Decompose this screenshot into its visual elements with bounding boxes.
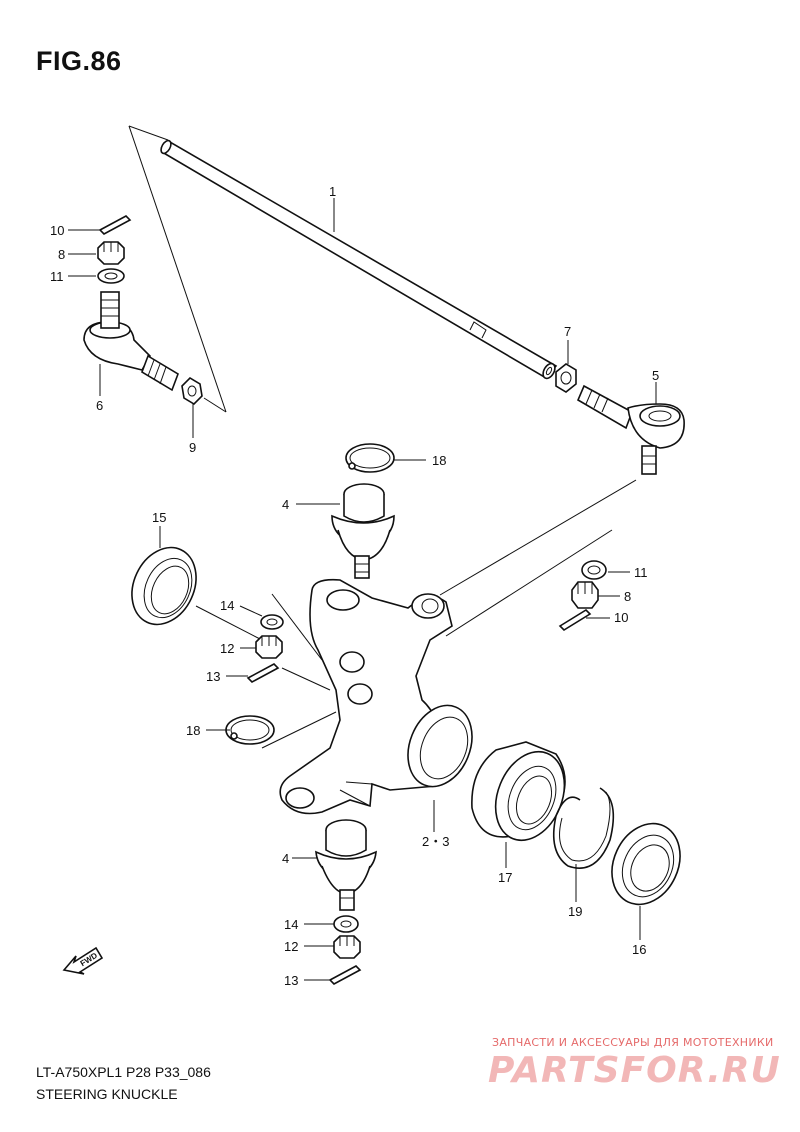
ball-joint-upper [331,483,395,579]
callout-16: 16 [632,942,646,957]
callout-12-b: 12 [284,939,298,954]
castle-nut-lower [333,935,361,959]
nut-9 [181,376,203,406]
washer-upper-left [97,268,125,284]
callout-6: 6 [96,398,103,413]
callout-15: 15 [152,510,166,525]
callout-18-b: 18 [186,723,200,738]
cotter-pin-right [558,608,592,632]
callout-10-a: 10 [50,223,64,238]
lock-nut-7 [555,363,577,393]
circlip-large [552,787,615,869]
figure-title: FIG.86 [36,46,122,76]
cotter-pin-lower [328,965,362,985]
cotter-pin-upper-left [98,215,132,235]
tie-rod [160,139,558,380]
callout-11-a: 11 [50,269,64,284]
watermark-tagline: ЗАПЧАСТИ И АКСЕССУАРЫ ДЛЯ МОТОТЕХНИКИ [492,1036,774,1049]
washer-middle-upper [260,614,284,630]
circlip-lower-left [225,715,275,745]
callout-4-b: 4 [282,851,289,866]
callout-14-b: 14 [284,917,298,932]
tie-rod-end-left [83,291,179,392]
callout-13-b: 13 [284,973,298,988]
wheel-bearing [471,741,566,842]
callout-leaders [68,198,657,981]
cotter-pin-middle-upper [246,663,280,683]
assembly-guide-lines [128,125,637,749]
callout-18-a: 18 [432,453,446,468]
forward-arrow-icon: FWD [62,946,104,975]
callout-8-b: 8 [624,589,631,604]
callout-17: 17 [498,870,512,885]
callout-7: 7 [564,324,571,339]
callout-14-a: 14 [220,598,234,613]
callout-2-3: 2・3 [422,834,449,849]
washer-right [581,560,607,580]
circlip-upper [345,443,395,473]
castle-nut-right [571,581,599,609]
callout-5: 5 [652,368,659,383]
callout-1: 1 [329,184,336,199]
callout-12-a: 12 [220,641,234,656]
oil-seal-right [611,822,681,906]
callout-labels: 1 10 8 11 6 9 7 5 18 4 15 11 8 10 14 12 … [50,184,659,988]
castle-nut-middle-upper [255,635,283,659]
callout-19: 19 [568,904,582,919]
callout-11-b: 11 [634,565,648,580]
castle-nut-upper-left [97,241,125,265]
callout-9: 9 [189,440,196,455]
washer-lower [333,915,359,933]
watermark-logo: PARTSFOR.RU [488,1050,781,1091]
callout-4-a: 4 [282,497,289,512]
callout-10-b: 10 [614,610,628,625]
diagram-code: LT-A750XPL1 P28 P33_086 [36,1064,211,1080]
callout-8-a: 8 [58,247,65,262]
ball-joint-lower [315,819,377,911]
oil-seal-left [131,546,197,626]
callout-13-a: 13 [206,669,220,684]
tie-rod-end-right [576,384,685,475]
steering-knuckle [279,578,473,815]
diagram-name: STEERING KNUCKLE [36,1086,178,1102]
